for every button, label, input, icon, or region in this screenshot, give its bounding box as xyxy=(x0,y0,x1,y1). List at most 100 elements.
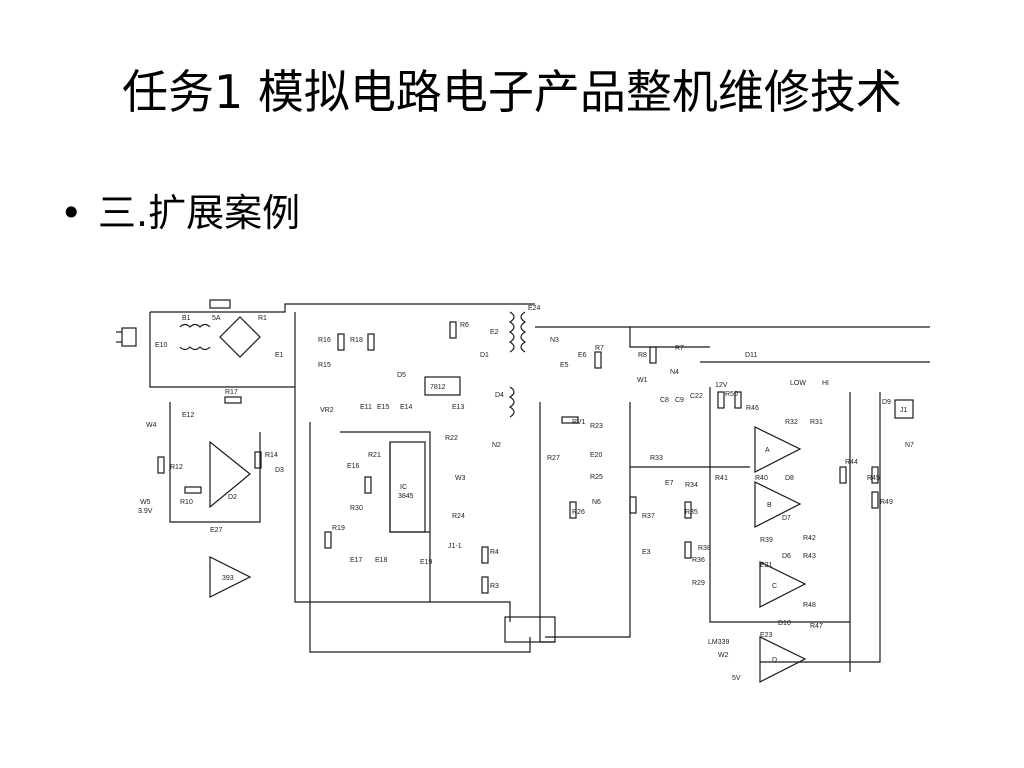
label-e15: E15 xyxy=(377,404,390,411)
wire xyxy=(294,312,511,622)
regulator-7812 xyxy=(424,376,461,396)
resistor-icon xyxy=(224,396,242,404)
label-r41: R41 xyxy=(715,475,728,482)
label-r32: R32 xyxy=(785,419,798,426)
label-b1: B1 xyxy=(182,315,191,322)
label-lm339: LM339 xyxy=(708,639,730,646)
label-w4: W4 xyxy=(146,422,157,429)
label-e2: E2 xyxy=(490,329,499,336)
label-c22: C22 xyxy=(690,393,703,400)
resistor-icon xyxy=(254,451,262,469)
resistor-icon xyxy=(717,391,725,409)
bridge-rectifier-icon xyxy=(219,316,261,358)
transformer-b1-icon xyxy=(179,323,211,351)
label-r48: R48 xyxy=(803,602,816,609)
opamp-d2-icon xyxy=(209,440,251,509)
label-j1-1: J1-1 xyxy=(448,543,462,550)
label-5a: 5A xyxy=(212,315,221,322)
opamp-c-icon xyxy=(759,561,807,608)
label-rv1: RV1 xyxy=(572,419,586,426)
label-c9: C9 xyxy=(675,397,684,404)
resistor-icon xyxy=(684,541,692,559)
resistor-icon xyxy=(324,531,332,549)
label-d: D xyxy=(772,657,777,664)
label-r49: R49 xyxy=(880,499,893,506)
wire xyxy=(309,422,531,653)
opamp-d-icon xyxy=(759,636,807,683)
opamp-a-icon xyxy=(754,426,802,473)
label-r15: R15 xyxy=(318,362,331,369)
label-r7-b: R7 xyxy=(675,345,684,352)
label-r27: R27 xyxy=(547,455,560,462)
label-r26: R26 xyxy=(572,509,585,516)
label-r47: R47 xyxy=(810,623,823,630)
label-d11: D11 xyxy=(745,352,757,359)
label-e7: E7 xyxy=(665,480,674,487)
resistor-icon xyxy=(629,496,637,514)
label-r25: R25 xyxy=(590,474,603,481)
label-d4: D4 xyxy=(495,392,504,399)
label-r38: R38 xyxy=(698,545,711,552)
resistor-icon xyxy=(337,333,345,351)
label-n2: N2 xyxy=(492,442,501,449)
transformer-winding-icon xyxy=(508,311,527,418)
resistor-icon xyxy=(594,351,602,369)
relay-j1-icon xyxy=(894,399,914,419)
wire xyxy=(149,312,295,388)
resistor-icon xyxy=(481,546,489,564)
bullet-dot-icon: • xyxy=(60,191,83,235)
label-5v: 5V xyxy=(732,675,741,682)
resistor-icon xyxy=(184,486,202,494)
wire xyxy=(340,431,431,602)
wire xyxy=(535,326,710,348)
label-r44: R44 xyxy=(845,459,858,466)
label-r22: R22 xyxy=(445,435,458,442)
label-r16: R16 xyxy=(318,337,331,344)
label-w2: W2 xyxy=(718,652,729,659)
label-7812: 7812 xyxy=(430,384,446,391)
label-r46: R46 xyxy=(746,405,759,412)
label-r50: R50 xyxy=(725,391,738,398)
label-e5: E5 xyxy=(560,362,569,369)
circuit-schematic: B1 5A R1 E10 E1 R16 R18 R6 E2 D1 N3 E24 … xyxy=(110,292,950,692)
label-r31: R31 xyxy=(810,419,823,426)
label-e13: E13 xyxy=(452,404,465,411)
label-c8: C8 xyxy=(660,397,669,404)
label-e21: E21 xyxy=(760,562,773,569)
label-r43: R43 xyxy=(803,553,816,560)
label-w1: W1 xyxy=(637,377,648,384)
label-r42: R42 xyxy=(803,535,816,542)
label-e27: E27 xyxy=(210,527,223,534)
label-low: LOW xyxy=(790,380,806,387)
label-r35: R35 xyxy=(685,509,698,516)
label-e16: E16 xyxy=(347,463,360,470)
page-title: 任务1 模拟电路电子产品整机维修技术 xyxy=(122,65,902,119)
bullet-item: •三.扩展案例 xyxy=(60,188,300,238)
label-r1: R1 xyxy=(258,315,267,322)
label-vr2: VR2 xyxy=(320,407,334,414)
label-r40: R40 xyxy=(755,475,768,482)
label-r23: R23 xyxy=(590,423,603,430)
label-r30: R30 xyxy=(350,505,363,512)
wire xyxy=(150,303,535,313)
label-r19: R19 xyxy=(332,525,345,532)
label-r36: R36 xyxy=(692,557,705,564)
label-3845: 3845 xyxy=(398,493,414,500)
resistor-icon xyxy=(364,476,372,494)
label-e18: E18 xyxy=(375,557,388,564)
resistor-icon xyxy=(871,491,879,509)
resistor-icon xyxy=(871,466,879,484)
label-a: A xyxy=(765,447,770,454)
opamp-393-icon xyxy=(209,556,252,598)
fuse-icon xyxy=(209,299,231,309)
label-j1: J1 xyxy=(900,407,908,414)
label-r3: R3 xyxy=(490,583,499,590)
label-r39: R39 xyxy=(760,537,773,544)
label-r45: R45 xyxy=(867,475,880,482)
label-n7: N7 xyxy=(905,442,914,449)
wire xyxy=(169,402,261,523)
label-d1: D1 xyxy=(480,352,489,359)
label-e12: E12 xyxy=(182,412,195,419)
label-r24: R24 xyxy=(452,513,465,520)
label-e17: E17 xyxy=(350,557,363,564)
